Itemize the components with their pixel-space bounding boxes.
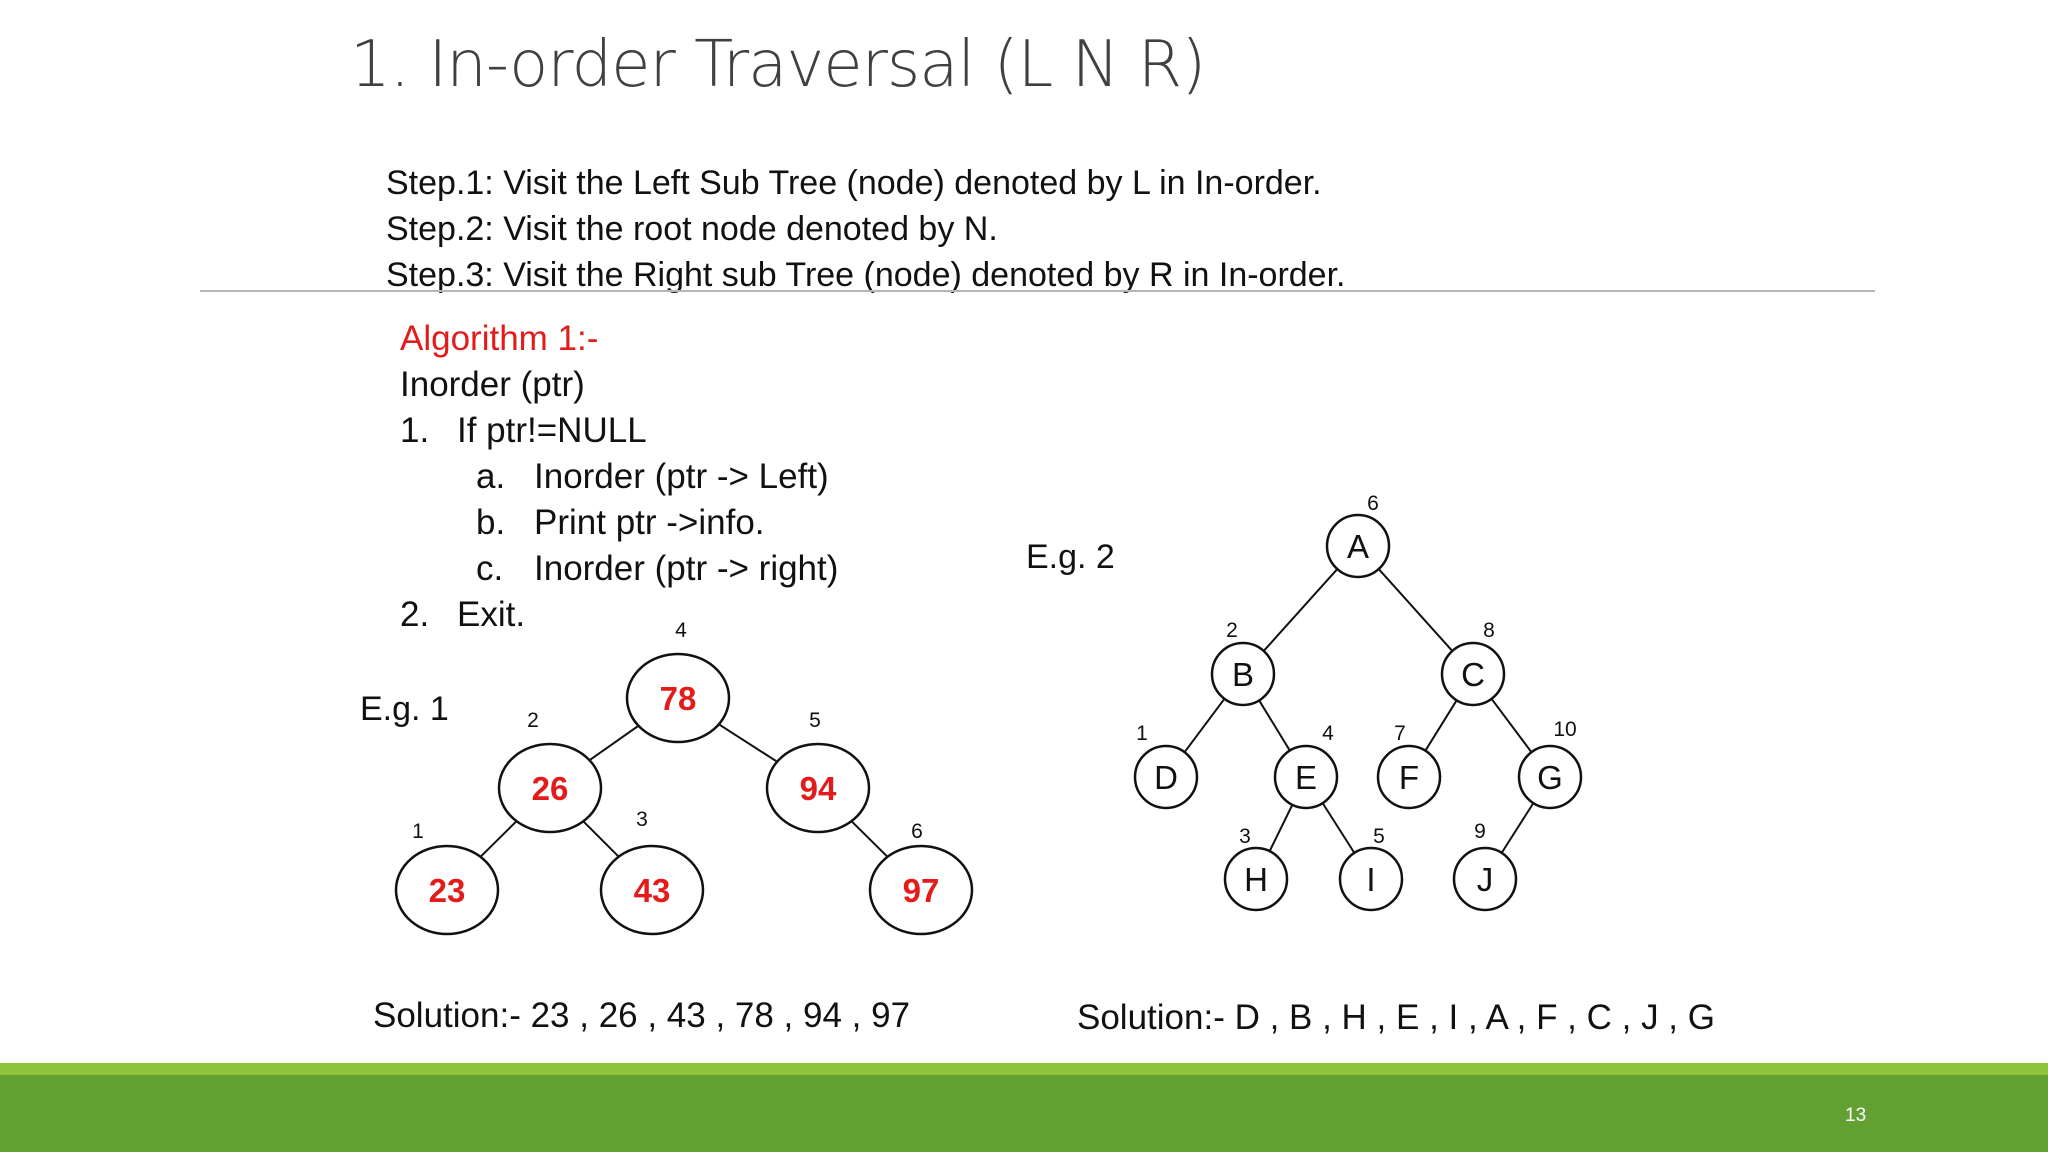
visit-order-number: 9 xyxy=(1474,820,1486,843)
footer-bar xyxy=(0,1075,2048,1152)
tree-edge xyxy=(1183,698,1226,753)
tree-node-circle xyxy=(765,742,871,834)
tree-node-circle xyxy=(599,844,705,936)
step-3: Step.3: Visit the Right sub Tree (node) … xyxy=(386,256,1346,294)
tree-node-label: F xyxy=(1399,759,1419,796)
substep-label: a. xyxy=(476,457,506,496)
tree-node-label: 26 xyxy=(532,770,569,807)
example-2-solution: Solution:- D , B , H , E , I , A , F , C… xyxy=(1077,998,1715,1037)
tree-node-label: D xyxy=(1154,759,1178,796)
visit-order-number: 5 xyxy=(1373,825,1385,848)
tree-edge xyxy=(1500,802,1535,854)
tree-node-label: A xyxy=(1347,528,1369,565)
tree-node-circle xyxy=(625,652,731,744)
tree-node-label: I xyxy=(1366,861,1375,898)
tree-node-circle xyxy=(1210,641,1276,707)
tree-node-label: 78 xyxy=(660,680,697,717)
divider-line xyxy=(200,290,1875,292)
tree-edge xyxy=(1262,568,1339,652)
tree-node-circle xyxy=(1452,846,1518,912)
tree-node-label: E xyxy=(1295,759,1317,796)
algorithm-substep-b: b. Print ptr ->info. xyxy=(400,500,765,546)
substep-text: Inorder (ptr -> Left) xyxy=(534,457,829,496)
slide-title: 1. In-order Traversal (L N R) xyxy=(350,28,1206,102)
tree-node-label: 94 xyxy=(800,770,837,807)
step-number: 1. xyxy=(400,411,430,450)
tree-edge xyxy=(588,724,640,762)
tree-edge xyxy=(582,820,620,858)
tree-edge xyxy=(1490,698,1533,753)
tree-edge xyxy=(1424,699,1458,752)
example-1-label: E.g. 1 xyxy=(360,690,449,728)
tree-node-circle xyxy=(1376,744,1442,810)
tree-node-label: B xyxy=(1232,656,1254,693)
footer-accent-bar xyxy=(0,1063,2048,1075)
algorithm-substep-a: a. Inorder (ptr -> Left) xyxy=(400,454,829,500)
step-2: Step.2: Visit the root node denoted by N… xyxy=(386,210,998,248)
tree-node-circle xyxy=(1273,744,1339,810)
tree-node-label: 97 xyxy=(903,872,940,909)
step-1: Step.1: Visit the Left Sub Tree (node) d… xyxy=(386,164,1322,202)
tree-node-circle xyxy=(1133,744,1199,810)
tree-node-circle xyxy=(1223,846,1289,912)
tree-edge xyxy=(718,723,778,763)
tree-node-circle xyxy=(497,742,603,834)
tree-node-circle xyxy=(868,844,974,936)
tree-node-label: H xyxy=(1244,861,1268,898)
tree-node-label: 43 xyxy=(634,872,671,909)
tree-edge xyxy=(850,820,889,858)
algorithm-substep-c: c. Inorder (ptr -> right) xyxy=(400,546,838,592)
visit-order-number: 7 xyxy=(1394,722,1406,745)
algorithm-heading: Algorithm 1:- xyxy=(400,319,599,358)
step-text: Exit. xyxy=(457,595,526,634)
step-number: 2. xyxy=(400,595,430,634)
algorithm-signature: Inorder (ptr) xyxy=(400,365,585,404)
tree-node-circle xyxy=(1325,513,1391,579)
algorithm-step-2: 2. Exit. xyxy=(400,592,598,638)
tree-edge xyxy=(1258,699,1291,752)
visit-order-number: 1 xyxy=(412,820,424,843)
example-2-label: E.g. 2 xyxy=(1026,538,1115,576)
visit-order-number: 3 xyxy=(636,808,648,831)
substep-label: c. xyxy=(476,549,504,588)
visit-order-number: 3 xyxy=(1239,825,1251,848)
visit-order-number: 4 xyxy=(675,619,687,642)
tree-edge xyxy=(479,820,518,858)
tree-edge xyxy=(1268,804,1294,852)
algorithm-block: Algorithm 1:- Inorder (ptr) 1. If ptr!=N… xyxy=(400,316,838,638)
visit-order-number: 2 xyxy=(527,709,539,732)
substep-text: Print ptr ->info. xyxy=(534,503,765,542)
visit-order-number: 8 xyxy=(1483,619,1495,642)
example-1-solution: Solution:- 23 , 26 , 43 , 78 , 94 , 97 xyxy=(373,996,911,1035)
tree-edge xyxy=(1377,568,1454,652)
visit-order-number: 2 xyxy=(1226,619,1238,642)
tree-example-1: 78 4 26 2 94 5 23 1 43 3 97 6 xyxy=(394,619,974,936)
tree-node-circle xyxy=(1517,744,1583,810)
visit-order-number: 10 xyxy=(1553,718,1576,741)
visit-order-number: 5 xyxy=(809,709,821,732)
tree-node-circle xyxy=(1440,641,1506,707)
visit-order-number: 6 xyxy=(1367,492,1379,515)
tree-edge xyxy=(1321,802,1356,854)
tree-node-circle xyxy=(1338,846,1404,912)
tree-node-label: C xyxy=(1461,656,1485,693)
step-text: If ptr!=NULL xyxy=(457,411,647,450)
page-number: 13 xyxy=(1845,1105,1867,1126)
visit-order-number: 6 xyxy=(911,820,923,843)
tree-node-label: 23 xyxy=(429,872,466,909)
visit-order-number: 1 xyxy=(1136,722,1148,745)
substep-text: Inorder (ptr -> right) xyxy=(534,549,839,588)
tree-node-label: G xyxy=(1537,759,1563,796)
algorithm-step-1: 1. If ptr!=NULL xyxy=(400,408,647,454)
substep-label: b. xyxy=(476,503,506,542)
visit-order-number: 4 xyxy=(1322,722,1334,745)
tree-node-circle xyxy=(394,844,500,936)
steps-list: Step.1: Visit the Left Sub Tree (node) d… xyxy=(386,160,1346,298)
tree-node-label: J xyxy=(1477,861,1494,898)
